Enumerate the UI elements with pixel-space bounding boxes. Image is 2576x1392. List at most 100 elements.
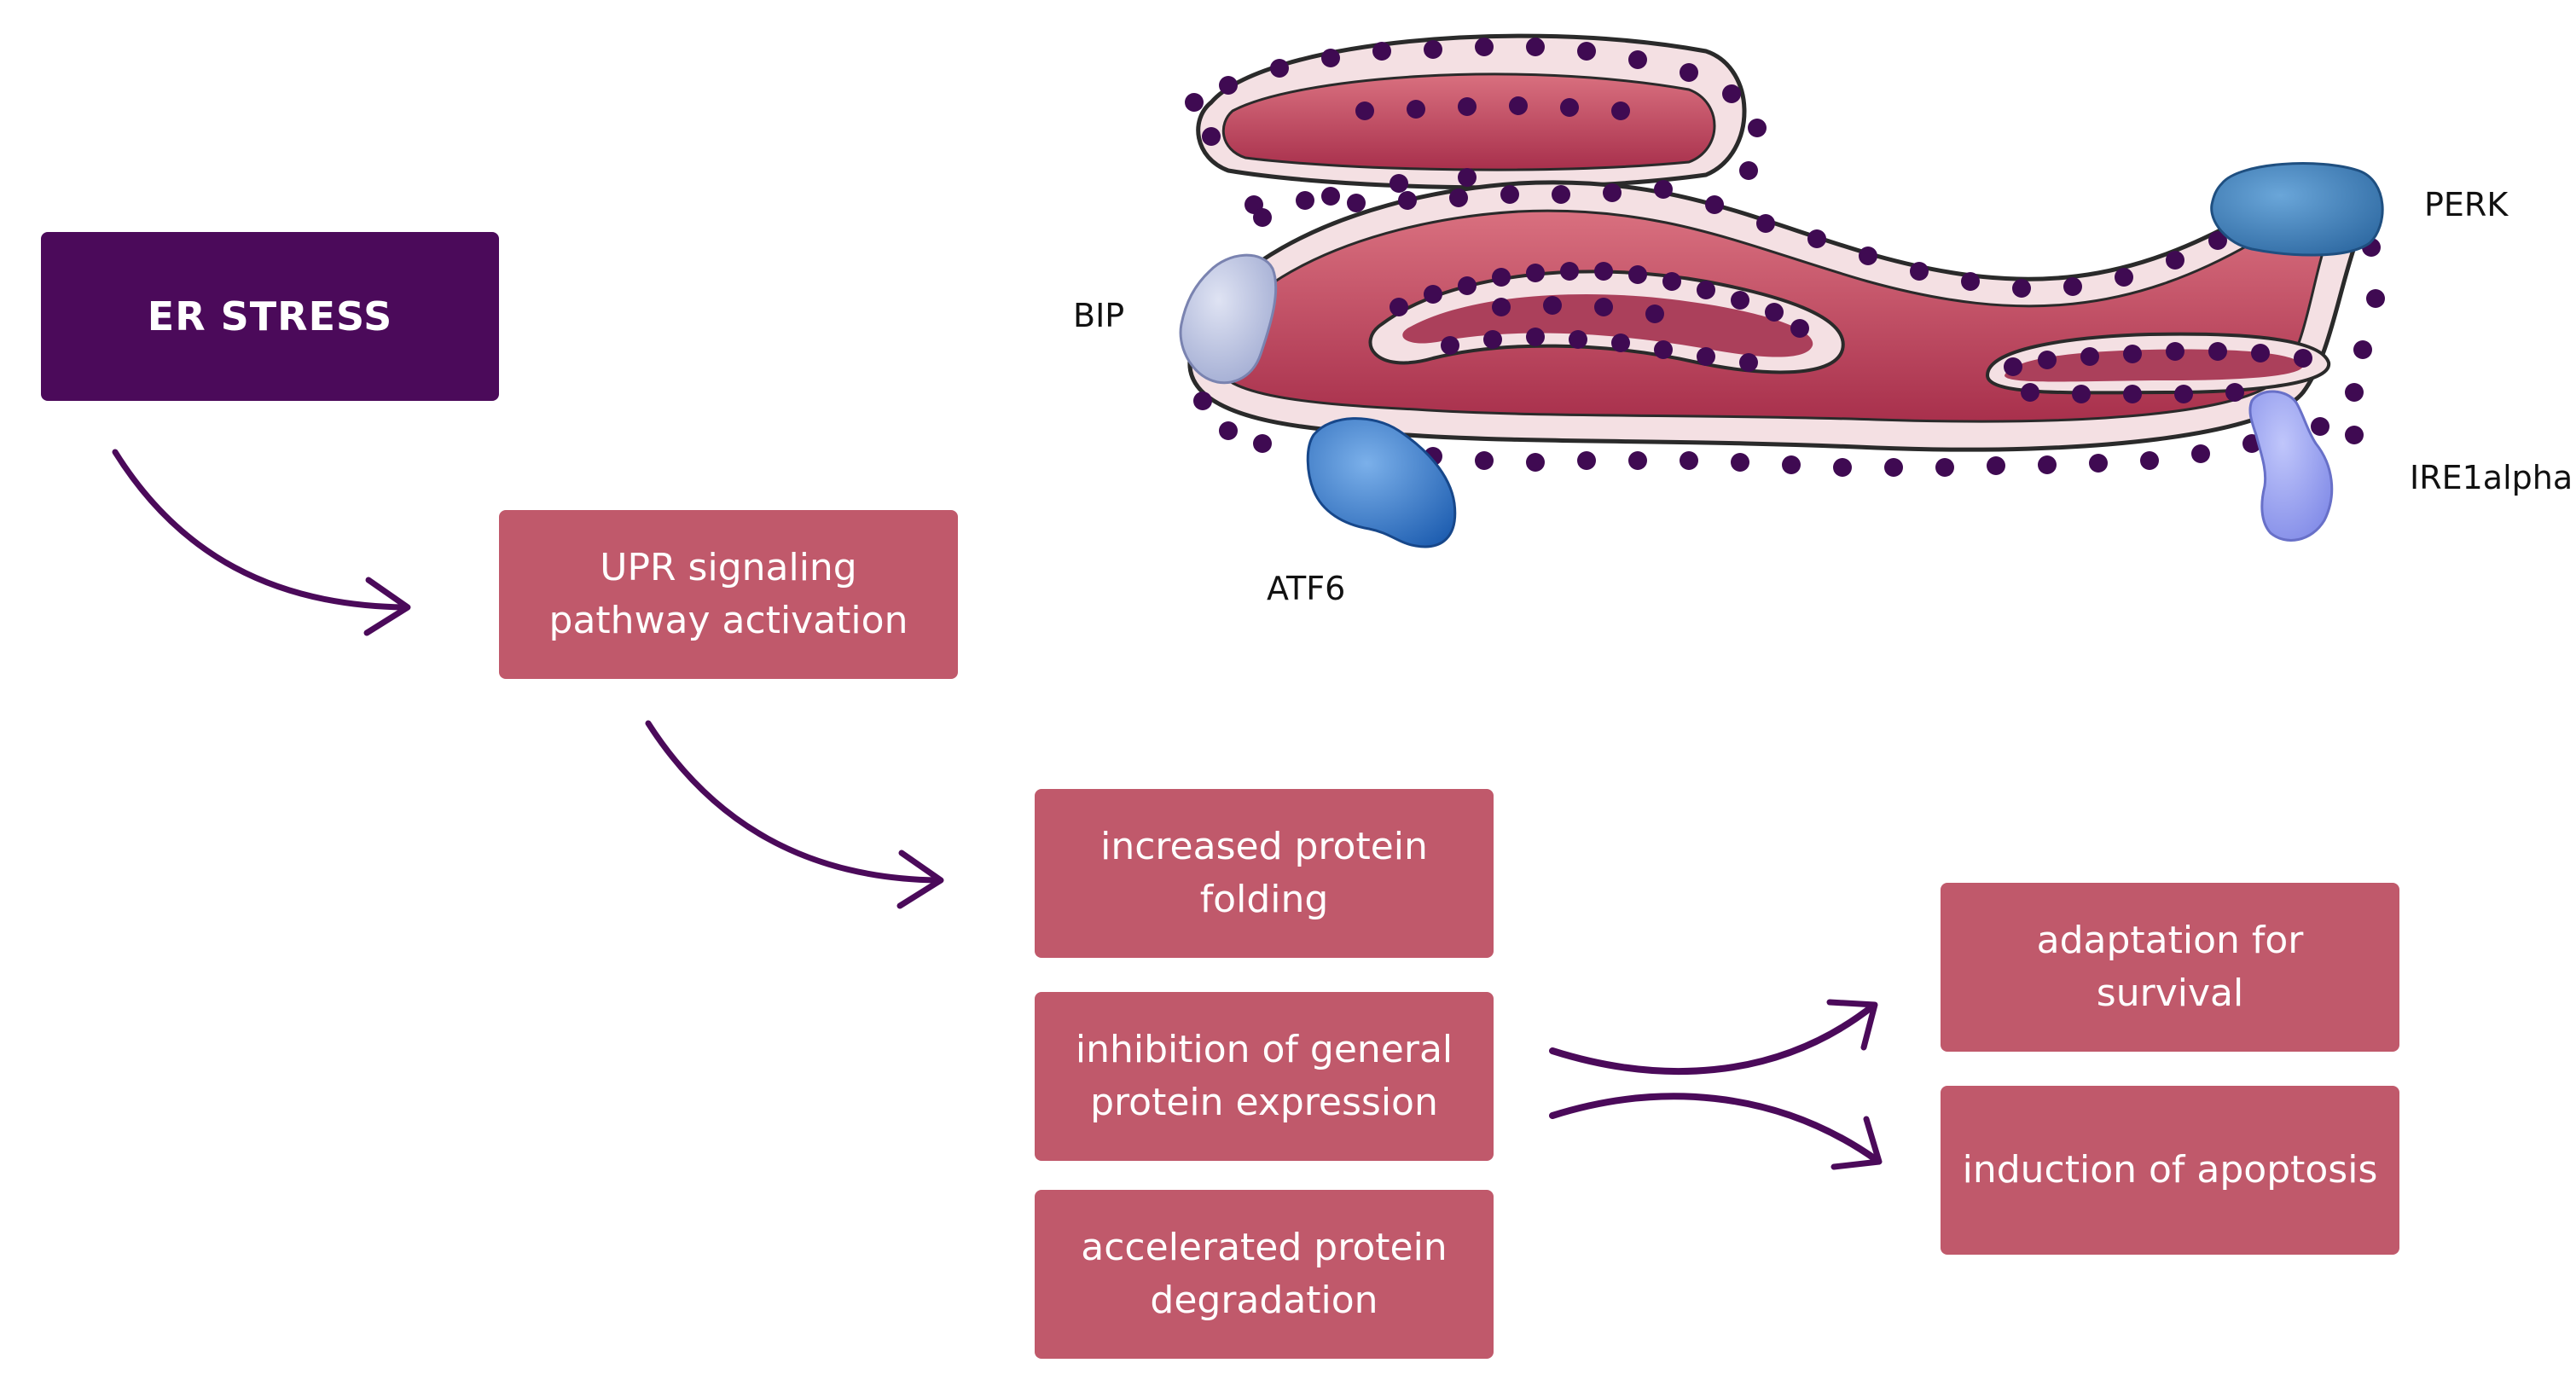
ribosome-dot — [1475, 451, 1494, 470]
ribosome-dot — [1739, 353, 1758, 372]
ribosome-dot — [2140, 451, 2159, 470]
ribosome-dot — [1645, 304, 1664, 323]
adaptation-survival-box: adaptation for survival — [1941, 883, 2399, 1052]
ribosome-dot — [1731, 291, 1749, 310]
ribosome-dot — [2038, 455, 2057, 474]
increased-folding-box: increased protein folding — [1035, 789, 1494, 958]
ribosome-dot — [2021, 383, 2039, 402]
ribosome-dot — [1859, 246, 1877, 265]
ribosome-dot — [1765, 303, 1784, 322]
ribosome-dot — [1594, 298, 1613, 316]
ribosome-dot — [1458, 168, 1477, 187]
ribosome-dot — [1458, 97, 1477, 116]
ribosome-dot — [1731, 453, 1749, 472]
ribosome-dot — [2080, 347, 2099, 366]
ribosome-dot — [1390, 174, 1408, 193]
ribosome-dot — [1526, 328, 1545, 346]
ribosome-dot — [1628, 265, 1647, 284]
ribosome-dot — [2038, 351, 2057, 369]
er-stress-label: ER STRESS — [147, 293, 393, 339]
ire1-protein-icon — [2248, 390, 2334, 542]
ribosome-dot — [1705, 195, 1724, 214]
induction-apoptosis-label: induction of apoptosis — [1962, 1148, 2378, 1192]
er-stress-box: ER STRESS — [41, 232, 499, 401]
accelerated-degradation-label: accelerated protein degradation — [1081, 1226, 1448, 1322]
atf6-label: ATF6 — [1267, 570, 1346, 607]
ribosome-dot — [1560, 262, 1579, 281]
ribosome-dot — [1662, 272, 1681, 291]
arrow-effects-to-apoptosis — [1549, 1093, 1883, 1170]
ribosome-dot — [1424, 285, 1442, 304]
ribosome-dot — [2353, 340, 2372, 359]
ribosome-dot — [2208, 231, 2227, 250]
ribosome-dot — [1321, 49, 1340, 67]
bip-label: BIP — [1073, 297, 1125, 334]
ribosome-dot — [1458, 276, 1477, 295]
ribosome-dot — [1270, 59, 1289, 78]
ribosome-dot — [1552, 185, 1570, 204]
ribosome-dot — [1526, 38, 1545, 56]
accelerated-degradation-box: accelerated protein degradation — [1035, 1190, 1494, 1359]
ribosome-dot — [1543, 296, 1562, 315]
ribosome-dot — [1219, 421, 1238, 440]
ribosome-dot — [1654, 340, 1673, 359]
arrow-er-stress-to-upr — [112, 449, 411, 636]
perk-label: PERK — [2424, 186, 2509, 223]
ribosome-dot — [1628, 451, 1647, 470]
ribosome-dot — [1219, 76, 1238, 95]
ribosome-dot — [2072, 385, 2091, 403]
ribosome-dot — [1185, 93, 1204, 112]
ribosome-dot — [2366, 289, 2385, 308]
ribosome-dot — [2251, 344, 2270, 362]
ribosome-dot — [2225, 383, 2244, 402]
ribosome-dot — [1253, 208, 1272, 227]
ribosome-dot — [1884, 458, 1903, 477]
ribosome-dot — [2345, 383, 2364, 402]
bip-protein-icon — [1179, 253, 1278, 385]
ribosome-dot — [1739, 161, 1758, 180]
ribosome-dot — [1407, 100, 1425, 119]
ribosome-dot — [1569, 330, 1587, 349]
ribosome-dot — [1697, 347, 1715, 366]
ribosome-dot — [1697, 281, 1715, 299]
ribosome-dot — [1500, 185, 1519, 204]
ribosome-dot — [1807, 229, 1826, 248]
ribosome-dot — [1560, 98, 1579, 117]
ribosome-dot — [2345, 426, 2364, 444]
ribosome-dot — [1441, 336, 1459, 355]
ribosome-dot — [1449, 188, 1468, 207]
ribosome-dot — [1475, 38, 1494, 56]
ribosome-dot — [1603, 183, 1622, 202]
ribosome-dot — [2174, 385, 2193, 403]
ribosome-dot — [1492, 268, 1511, 287]
ribosome-dot — [1424, 40, 1442, 59]
ribosome-dot — [1202, 127, 1221, 146]
arrow-upr-to-effects — [645, 720, 944, 909]
ribosome-dot — [1526, 453, 1545, 472]
ribosome-dot — [1748, 119, 1767, 137]
ribosome-dot — [1492, 298, 1511, 316]
upr-activation-label: UPR signaling pathway activation — [548, 546, 908, 642]
ribosome-dot — [1722, 84, 1741, 103]
ribosome-dot — [1390, 298, 1408, 316]
ribosome-dot — [1526, 264, 1545, 282]
ribosome-dots-icon — [1185, 38, 2385, 477]
ribosome-dot — [1782, 455, 1801, 474]
ribosome-dot — [1910, 262, 1929, 281]
ribosome-dot — [1372, 42, 1391, 61]
ribosome-dot — [1611, 334, 1630, 352]
ribosome-dot — [1483, 330, 1502, 349]
ribosome-dot — [1347, 194, 1366, 212]
ribosome-dot — [1935, 458, 1954, 477]
ribosome-dot — [1680, 451, 1698, 470]
inhibition-expression-box: inhibition of general protein expression — [1035, 992, 1494, 1161]
flow-arrows — [112, 449, 1883, 1170]
arrow-effects-to-adaptation — [1549, 999, 1878, 1076]
increased-folding-label: increased protein folding — [1100, 825, 1428, 921]
ire1alpha-label: IRE1alpha — [2410, 459, 2573, 496]
ribosome-dot — [2123, 345, 2142, 363]
ribosome-dot — [1193, 392, 1212, 410]
ribosome-dot — [1398, 191, 1417, 210]
ribosome-dot — [1296, 191, 1314, 210]
upr-activation-box: UPR signaling pathway activation — [499, 510, 958, 679]
